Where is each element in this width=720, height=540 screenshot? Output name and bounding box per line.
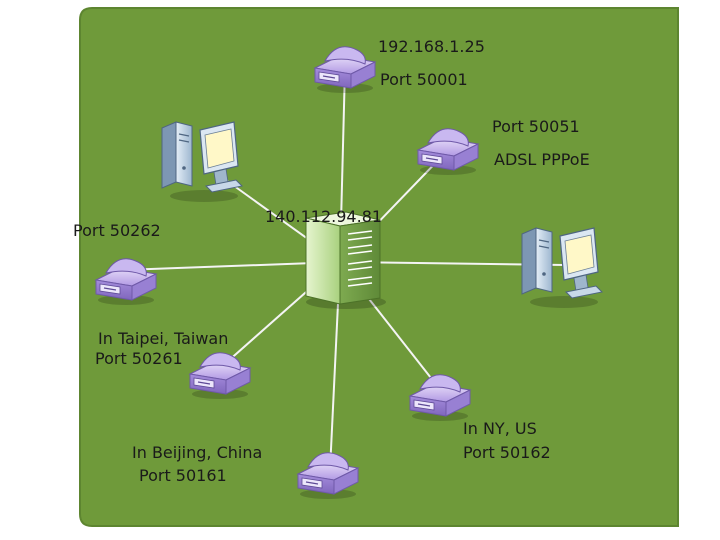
- top-right-modem-connection-label: ADSL PPPoE: [494, 150, 590, 169]
- lower-left-modem-port-label: Port 50261: [95, 349, 183, 368]
- top-right-modem-port-label: Port 50051: [492, 117, 580, 136]
- hub-ip-label: 140.112.94.81: [265, 207, 383, 226]
- bottom-modem-port-label: Port 50161: [139, 466, 227, 485]
- left-modem-port-label: Port 50262: [73, 221, 161, 240]
- lower-right-modem-location-label: In NY, US: [463, 419, 537, 438]
- top-modem-port-label: Port 50001: [380, 70, 468, 89]
- top-modem-ip-label: 192.168.1.25: [378, 37, 485, 56]
- link-left-modem: [124, 261, 341, 271]
- bottom-modem-location-label: In Beijing, China: [132, 443, 263, 462]
- lower-right-modem-port-label: Port 50162: [463, 443, 551, 462]
- lower-left-modem-location-label: In Taipei, Taiwan: [98, 329, 229, 348]
